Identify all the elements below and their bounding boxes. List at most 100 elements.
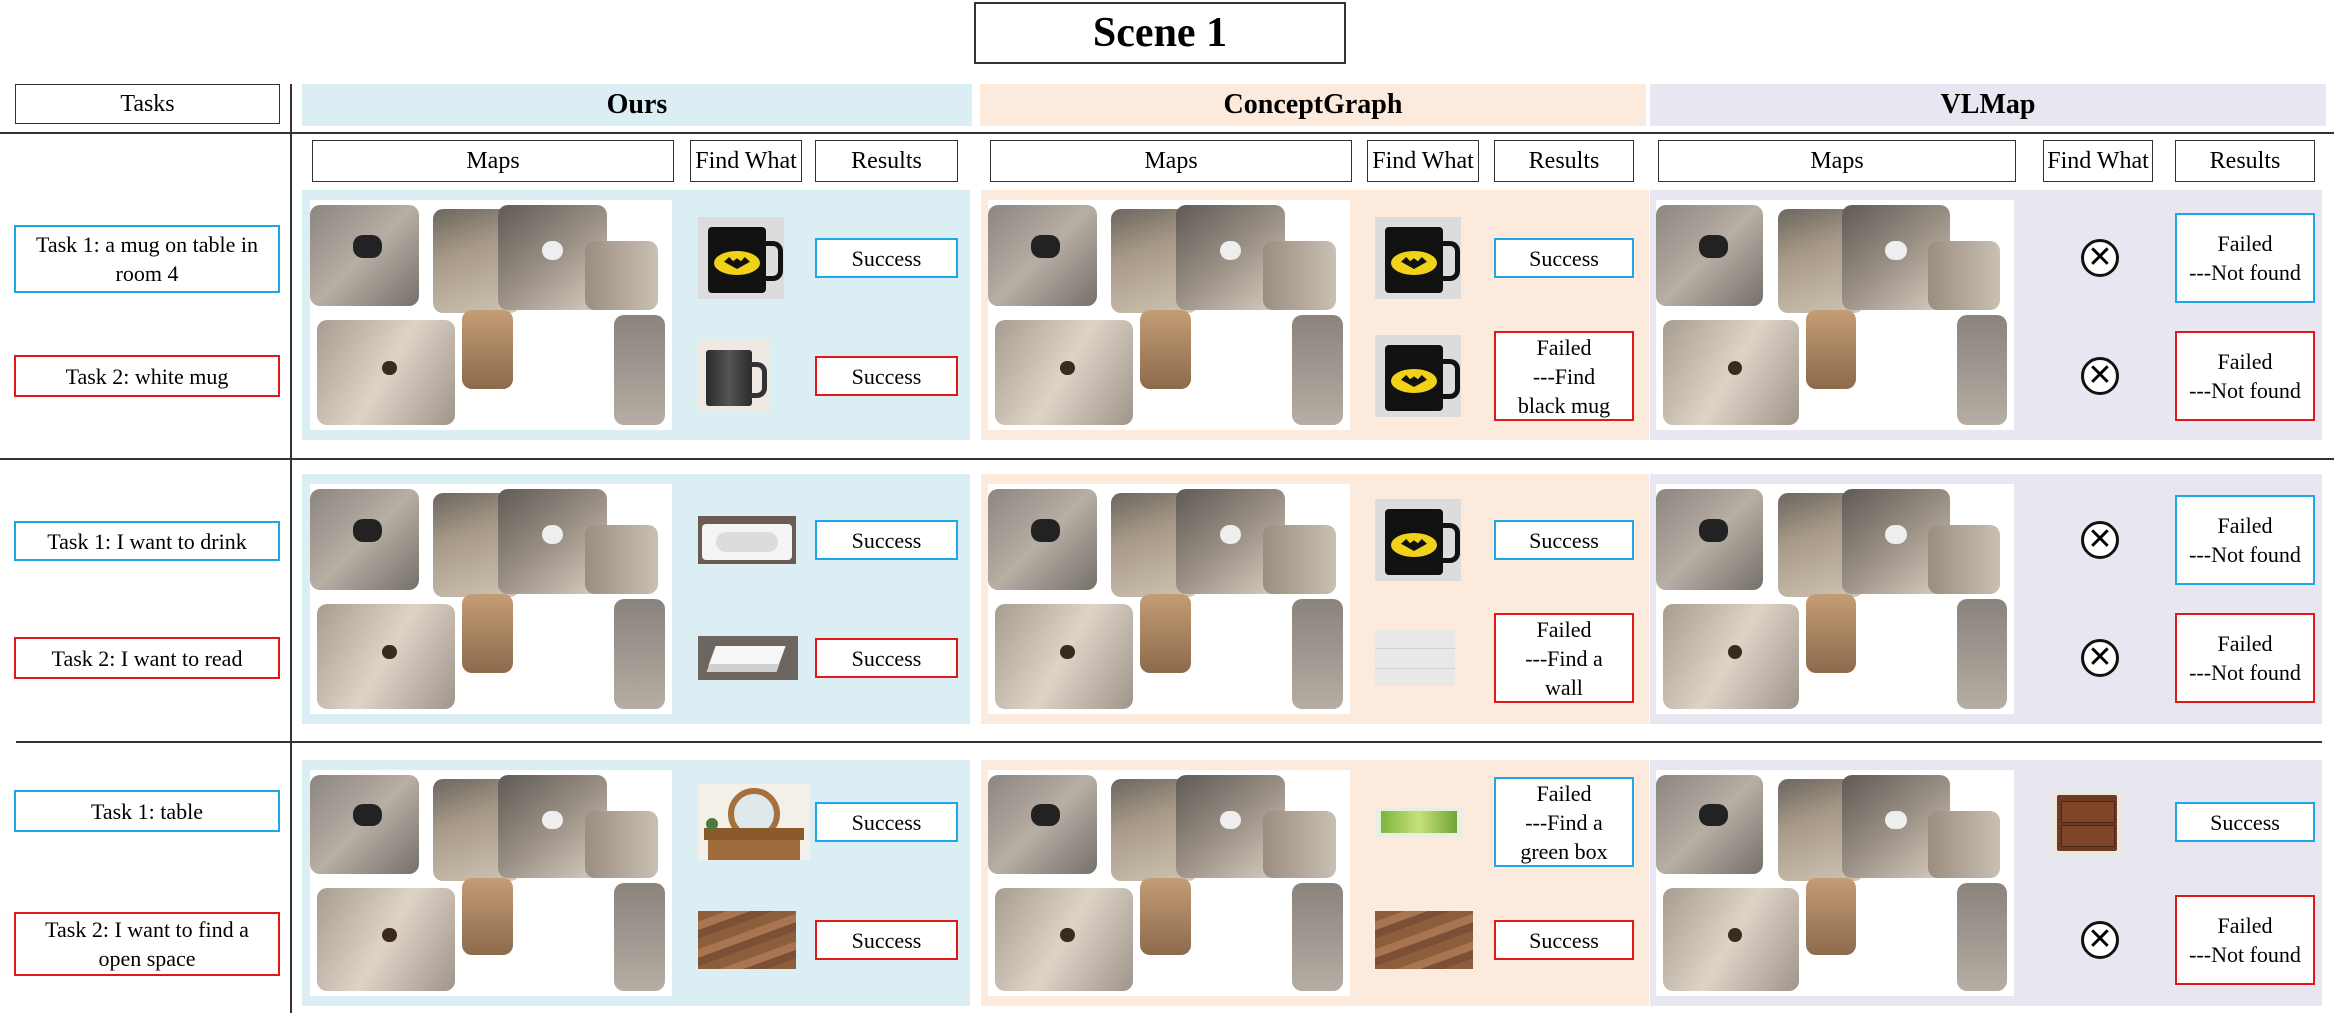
map-room <box>1870 328 1950 426</box>
map-room <box>527 896 607 992</box>
method-header-conceptgraph: ConceptGraph <box>980 84 1646 126</box>
vlmap-find-row-3-task-2: ✕ <box>2081 921 2119 959</box>
map-room <box>1263 241 1336 311</box>
vlmap-find-row-1-task-1: ✕ <box>2081 239 2119 277</box>
map-detail <box>1031 803 1061 827</box>
row-divider-1 <box>0 458 2334 460</box>
ours-subheader-results: Results <box>815 140 958 182</box>
ours-map-row-2 <box>310 484 672 714</box>
conceptgraph-find-row-3-task-2 <box>1375 911 1473 969</box>
map-room <box>1806 310 1857 389</box>
task-3-2-box: Task 2: I want to find a open space <box>14 912 280 976</box>
map-room <box>1140 878 1191 956</box>
map-room <box>614 315 665 426</box>
ours-result-row-3-task-1: Success <box>815 802 958 842</box>
map-room <box>527 612 607 710</box>
vlmap-subheader-results: Results <box>2175 140 2315 182</box>
ours-map-row-1 <box>310 200 672 430</box>
map-room <box>585 810 658 879</box>
task-1-1-box: Task 1: a mug on table in room 4 <box>14 225 280 293</box>
map-room <box>1870 612 1950 710</box>
map-detail <box>1698 803 1728 827</box>
method-header-ours: Ours <box>302 84 972 126</box>
map-room <box>1205 612 1285 710</box>
vlmap-find-row-2-task-1: ✕ <box>2081 521 2119 559</box>
map-room <box>1956 315 2007 426</box>
task-2-1-box: Task 1: I want to drink <box>14 521 280 561</box>
map-room <box>1956 883 2007 992</box>
conceptgraph-find-row-3-task-1 <box>1375 807 1463 837</box>
map-room <box>1263 525 1336 595</box>
conceptgraph-subheader-find-what: Find What <box>1367 140 1479 182</box>
vlmap-subheader-find-what: Find What <box>2043 140 2153 182</box>
vlmap-result-row-1-task-2: Failed ---Not found <box>2175 331 2315 421</box>
ours-result-row-1-task-2: Success <box>815 356 958 396</box>
map-detail <box>1885 241 1907 260</box>
vlmap-find-row-3-task-1 <box>2051 789 2123 855</box>
map-detail <box>1060 928 1075 942</box>
ours-find-row-2-task-2 <box>698 636 798 680</box>
map-room <box>614 599 665 710</box>
conceptgraph-map-row-2 <box>988 484 1350 714</box>
header-divider <box>0 132 2334 134</box>
map-detail <box>541 525 564 544</box>
figure-title: Scene 1 <box>974 2 1346 64</box>
map-room <box>1140 594 1191 673</box>
task-1-2-box: Task 2: white mug <box>14 355 280 397</box>
ours-subheader-find-what: Find What <box>690 140 802 182</box>
map-detail <box>1727 645 1742 659</box>
vlmap-map-row-2 <box>1656 484 2014 714</box>
conceptgraph-find-row-2-task-2 <box>1375 630 1455 686</box>
map-room <box>1263 810 1336 879</box>
map-room <box>1928 810 2000 879</box>
map-detail <box>1727 928 1742 942</box>
map-room <box>462 594 513 673</box>
tasks-header: Tasks <box>15 84 280 124</box>
ours-find-row-1-task-2 <box>698 340 770 412</box>
map-room <box>1806 878 1857 956</box>
map-detail <box>353 234 383 258</box>
ours-find-row-2-task-1 <box>698 516 796 564</box>
vlmap-find-row-1-task-2: ✕ <box>2081 357 2119 395</box>
map-room <box>1140 310 1191 389</box>
map-detail <box>382 361 397 375</box>
map-detail <box>1885 810 1907 829</box>
vlmap-find-row-2-task-2: ✕ <box>2081 639 2119 677</box>
ours-result-row-2-task-2: Success <box>815 638 958 678</box>
ours-map-row-3 <box>310 770 672 996</box>
map-detail <box>1031 518 1061 542</box>
map-detail <box>1060 361 1075 375</box>
map-room <box>1292 883 1343 992</box>
map-room <box>1292 315 1343 426</box>
conceptgraph-map-row-3 <box>988 770 1350 996</box>
vlmap-result-row-2-task-1: Failed ---Not found <box>2175 495 2315 585</box>
map-room <box>527 328 607 426</box>
vlmap-result-row-3-task-2: Failed ---Not found <box>2175 895 2315 985</box>
ours-result-row-2-task-1: Success <box>815 520 958 560</box>
map-detail <box>1060 645 1075 659</box>
map-room <box>1806 594 1857 673</box>
map-detail <box>1698 518 1728 542</box>
map-room <box>585 525 658 595</box>
method-header-vlmap: VLMap <box>1650 84 2326 126</box>
map-room <box>1928 525 2000 595</box>
conceptgraph-result-row-3-task-2: Success <box>1494 920 1634 960</box>
conceptgraph-find-row-1-task-2 <box>1375 335 1461 417</box>
conceptgraph-subheader-maps: Maps <box>990 140 1352 182</box>
row-divider-2 <box>16 741 2322 743</box>
vlmap-result-row-2-task-2: Failed ---Not found <box>2175 613 2315 703</box>
ours-result-row-3-task-2: Success <box>815 920 958 960</box>
map-detail <box>353 518 383 542</box>
conceptgraph-result-row-2-task-1: Success <box>1494 520 1634 560</box>
map-room <box>1928 241 2000 311</box>
map-detail <box>1219 810 1242 829</box>
map-detail <box>541 810 564 829</box>
conceptgraph-map-row-1 <box>988 200 1350 430</box>
map-detail <box>541 241 564 260</box>
map-detail <box>1219 241 1242 260</box>
map-detail <box>1727 361 1742 375</box>
ours-find-row-1-task-1 <box>698 217 784 299</box>
conceptgraph-result-row-2-task-2: Failed ---Find a wall <box>1494 613 1634 703</box>
map-detail <box>1698 234 1728 258</box>
